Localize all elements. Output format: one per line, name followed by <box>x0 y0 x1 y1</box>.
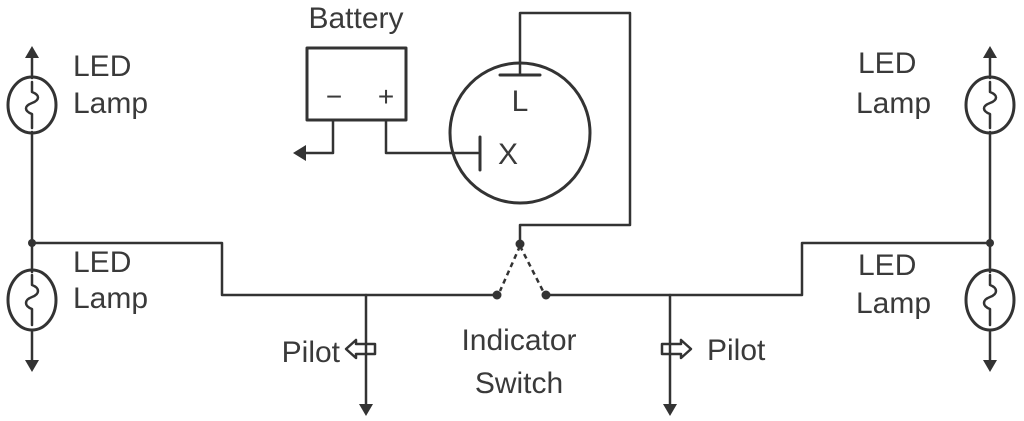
flasher-terminal-l: L <box>512 85 529 118</box>
switch-blade-right <box>518 245 545 292</box>
left-bus-wire <box>30 241 499 297</box>
flasher-output-wire <box>518 11 632 245</box>
battery-ground-wire <box>303 118 335 155</box>
lamp-filament-icon <box>24 273 40 327</box>
left-top-arrow <box>25 46 39 58</box>
lamp-label-bottom-right-line2: Lamp <box>856 287 931 320</box>
right-top-arrow <box>983 46 997 58</box>
battery-ground-arrow <box>293 145 306 161</box>
battery-label: Battery <box>308 2 403 35</box>
lamp-label-top-left-line2: Lamp <box>73 87 148 120</box>
lamp-filament-icon <box>24 80 40 130</box>
lamp-label-bottom-left-line2: Lamp <box>73 282 148 315</box>
battery-positive-wire <box>384 118 480 155</box>
pilot-label-right: Pilot <box>707 334 766 367</box>
right-pilot-ground-arrow <box>663 404 677 416</box>
lamp-filament-icon <box>982 80 998 130</box>
led-lamp-top-right <box>964 75 1016 135</box>
flasher-unit: L X <box>448 11 632 245</box>
switch-common-contact <box>515 239 525 249</box>
switch-blade-left <box>498 245 522 292</box>
lamp-filament-icon <box>982 273 998 327</box>
left-pilot-arrow-icon <box>344 338 377 360</box>
lamp-label-bottom-left-line1: LED <box>73 246 131 279</box>
left-pilot-ground-arrow <box>359 404 373 416</box>
left-bottom-arrow <box>25 360 39 372</box>
left-circuit: LED Lamp LED Lamp Pilot <box>6 46 499 416</box>
switch-label-line2: Switch <box>475 367 563 400</box>
indicator-switch: Indicator Switch <box>461 239 577 400</box>
right-bottom-arrow <box>983 360 997 372</box>
right-circuit: LED Lamp LED Lamp Pilot <box>544 46 1016 416</box>
flasher-terminal-x: X <box>498 138 518 171</box>
battery: Battery − + <box>293 2 480 161</box>
right-bus-wire <box>544 241 992 297</box>
led-lamp-bottom-right <box>964 268 1016 332</box>
led-lamp-bottom-left <box>6 268 58 332</box>
flasher-body <box>448 61 592 205</box>
led-lamp-top-left <box>6 75 58 135</box>
switch-label-line1: Indicator <box>461 324 576 357</box>
right-pilot-arrow-icon <box>660 338 693 360</box>
battery-minus: − <box>326 81 342 112</box>
pilot-label-left: Pilot <box>282 336 341 369</box>
lamp-label-bottom-right-line1: LED <box>858 249 916 282</box>
lamp-label-top-right-line1: LED <box>858 47 916 80</box>
battery-box <box>305 46 408 122</box>
lamp-label-top-left-line1: LED <box>73 50 131 83</box>
lamp-label-top-right-line2: Lamp <box>856 87 931 120</box>
battery-plus: + <box>378 81 394 112</box>
